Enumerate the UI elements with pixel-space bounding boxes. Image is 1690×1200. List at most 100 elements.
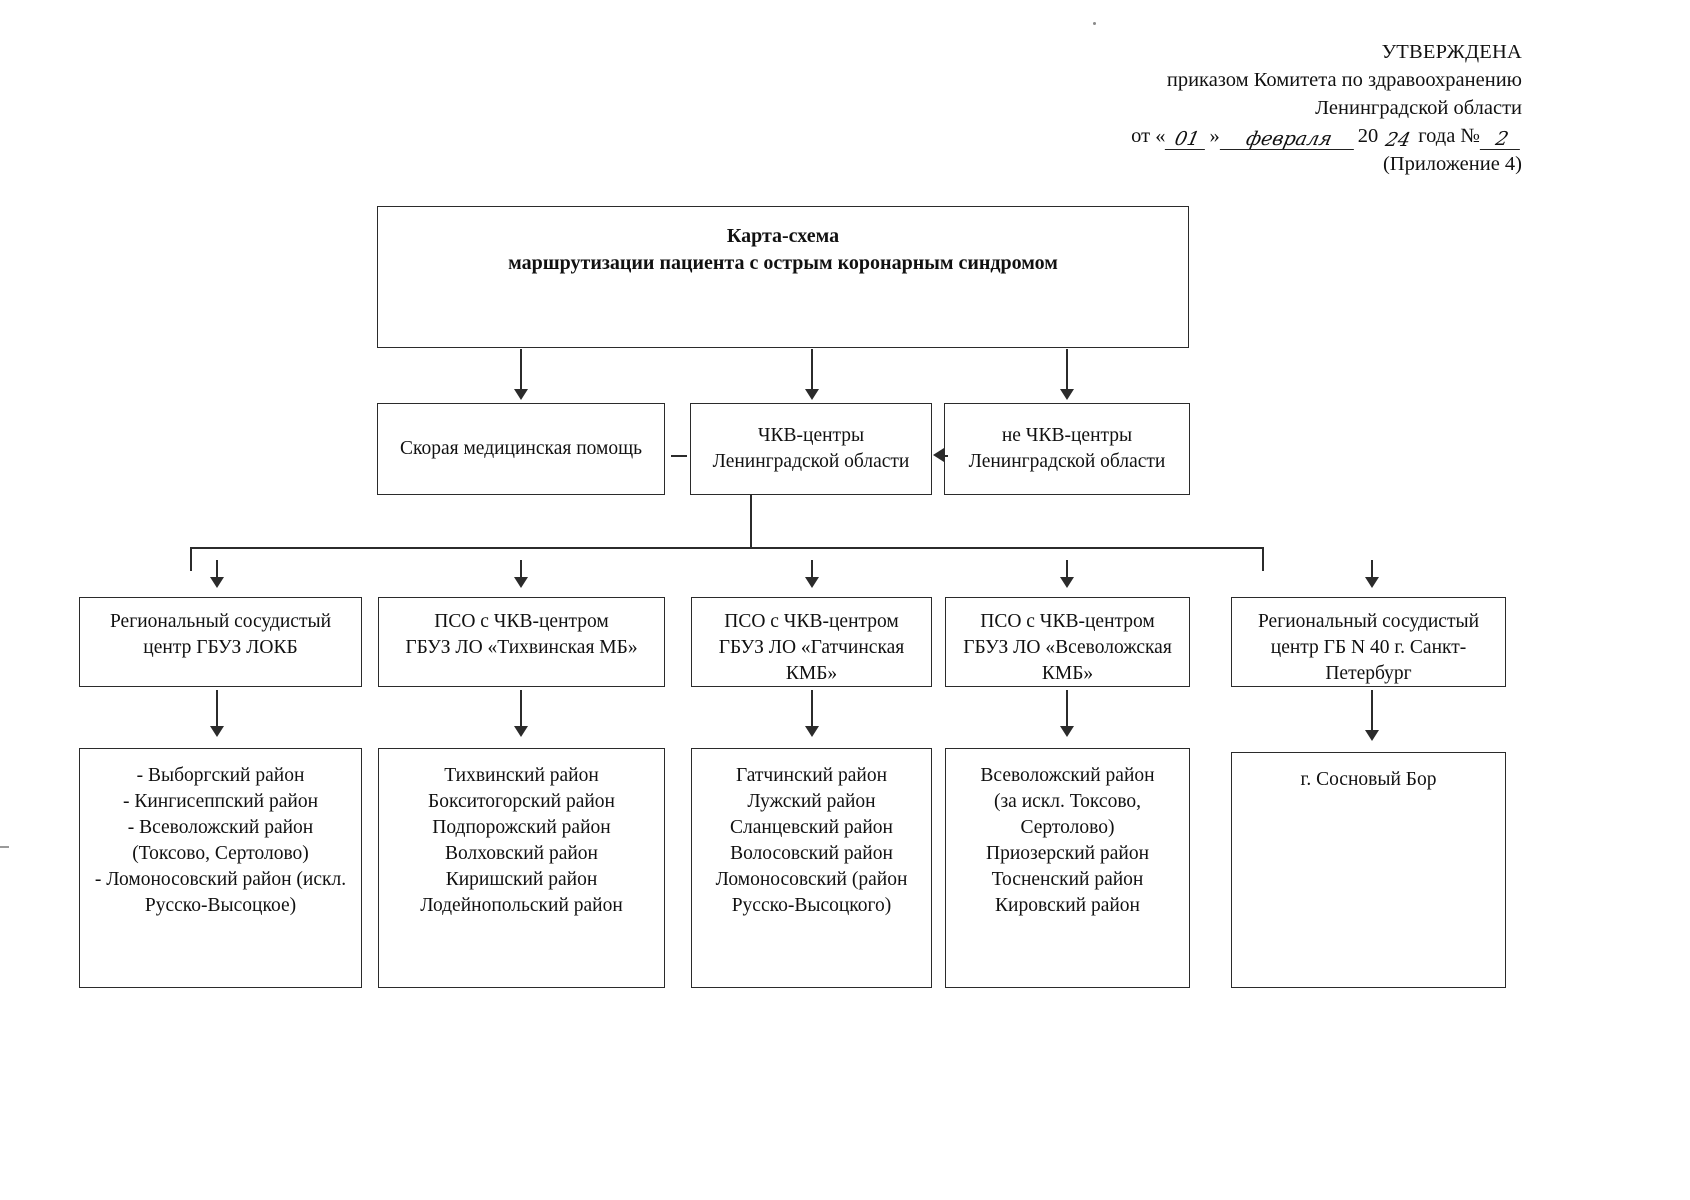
- district-item: (за искл. Токсово,: [993, 791, 1142, 812]
- arrowhead-bus-to-gb40: [1365, 577, 1379, 588]
- district-item: - Ломоносовский район (искл.: [94, 869, 347, 890]
- arrowhead-bus-to-lokb: [210, 577, 224, 588]
- arrowhead-tikhvin-to-districts: [514, 726, 528, 737]
- connector-bus-to-vsevolozhsk: [1066, 560, 1068, 585]
- approval-header-line-2: приказом Комитета по здравоохранению: [1166, 69, 1522, 91]
- arrowhead-bus-to-tikhvin: [514, 577, 528, 588]
- box-pso-gatchina-line-3: КМБ»: [785, 663, 838, 684]
- connector-bus-to-gatchina: [811, 560, 813, 585]
- date-year-handwritten: 24: [1383, 129, 1413, 151]
- arrowhead-lokb-to-districts: [210, 726, 224, 737]
- arrowhead-gb40-to-districts: [1365, 730, 1379, 741]
- connector-lokb-to-districts: [216, 690, 218, 728]
- box-rvc-lokb-line-2: центр ГБУЗ ЛОКБ: [143, 637, 298, 658]
- district-item: Киришский район: [445, 869, 598, 890]
- date-prefix: от «: [1131, 125, 1166, 147]
- box-pso-vsevolozhsk-line-1: ПСО с ЧКВ-центром: [980, 611, 1155, 632]
- district-item: Лодейнопольский район: [420, 895, 623, 916]
- distribution-bus: [190, 547, 1263, 549]
- district-item: - Кингисеппский район: [123, 791, 318, 812]
- district-item: Приозерский район: [985, 843, 1150, 864]
- date-month-handwritten: февраля: [1219, 128, 1358, 150]
- connector-bus-to-tikhvin: [520, 560, 522, 585]
- box-non-pci-centers: не ЧКВ-центры Ленинградской области: [944, 403, 1190, 495]
- box-pso-tikhvin: ПСО с ЧКВ-центром ГБУЗ ЛО «Тихвинская МБ…: [378, 597, 665, 687]
- district-item: Подпорожский район: [432, 817, 611, 838]
- district-item: Волховский район: [445, 843, 598, 864]
- district-item: Гатчинский район: [735, 765, 888, 786]
- connector-bus-to-gb40: [1371, 560, 1373, 585]
- connector-tikhvin-to-districts: [520, 690, 522, 728]
- connector-bus-to-lokb: [216, 560, 218, 585]
- box-pso-tikhvin-line-2: ГБУЗ ЛО «Тихвинская МБ»: [405, 637, 638, 658]
- date-year-prefix: 20: [1357, 125, 1379, 147]
- arrowhead-vsevolozhsk-to-districts: [1060, 726, 1074, 737]
- box-districts-vsevolozhsk: Всеволожский район (за искл. Токсово, Се…: [945, 748, 1190, 988]
- box-pso-gatchina: ПСО с ЧКВ-центром ГБУЗ ЛО «Гатчинская КМ…: [691, 597, 932, 687]
- box-districts-gatchina: Гатчинский район Лужский район Сланцевск…: [691, 748, 932, 988]
- district-item: г. Сосновый Бор: [1300, 769, 1437, 790]
- box-districts-gb40: г. Сосновый Бор: [1231, 752, 1506, 988]
- connector-gb40-to-districts: [1371, 690, 1373, 732]
- box-pso-gatchina-line-2: ГБУЗ ЛО «Гатчинская: [718, 637, 905, 658]
- chart-title-box: Карта-схема маршрутизации пациента с ост…: [377, 206, 1189, 348]
- district-item: Лужский район: [747, 791, 876, 812]
- approval-header-appendix: (Приложение 4): [1382, 153, 1522, 175]
- scan-artifact-dot: [1093, 22, 1096, 25]
- chart-title-line-2: маршрутизации пациента с острым коронарн…: [386, 250, 1180, 277]
- order-number-handwritten: 2: [1479, 128, 1525, 150]
- box-emergency-medical-service: Скорая медицинская помощь: [377, 403, 665, 495]
- district-item: - Всеволожский район: [127, 817, 314, 838]
- chart-title-line-1: Карта-схема: [386, 223, 1180, 250]
- box-pso-tikhvin-line-1: ПСО с ЧКВ-центром: [434, 611, 609, 632]
- approval-header-line-3: Ленинградской области: [1315, 97, 1522, 119]
- box-pci-centers: ЧКВ-центры Ленинградской области: [690, 403, 932, 495]
- arrowhead-nonpci-to-pci: [933, 448, 944, 462]
- connector-title-to-ems: [520, 349, 522, 391]
- chart-title-line-1-text: Карта-схема: [726, 225, 840, 247]
- box-emergency-medical-service-line-1: Скорая медицинская помощь: [399, 438, 643, 459]
- approval-header-date-line: от « 01 » февраля 20 24 года № 2: [1102, 122, 1525, 151]
- box-pci-centers-line-2: Ленинградской области: [712, 451, 910, 472]
- district-item: Волосовский район: [730, 843, 893, 864]
- district-item: Бокситогорский район: [428, 791, 615, 812]
- date-day-handwritten: 01: [1165, 128, 1210, 150]
- connector-ems-to-pci: [671, 455, 687, 457]
- connector-title-to-pci: [811, 349, 813, 391]
- district-item: Сланцевский район: [730, 817, 893, 838]
- box-rvc-gb40-line-3: Петербург: [1325, 663, 1412, 684]
- box-non-pci-centers-line-1: не ЧКВ-центры: [1001, 425, 1133, 446]
- box-districts-tikhvin: Тихвинский район Бокситогорский район По…: [378, 748, 665, 988]
- arrowhead-bus-to-vsevolozhsk: [1060, 577, 1074, 588]
- district-item: Тосненский район: [991, 869, 1144, 890]
- district-item: Ломоносовский (район: [715, 869, 908, 890]
- chart-title-line-2-text: маршрутизации пациента с острым коронарн…: [508, 252, 1058, 274]
- approval-header-line-1: УТВЕРЖДЕНА: [1381, 41, 1522, 63]
- box-regional-vascular-center-lokb: Региональный сосудистый центр ГБУЗ ЛОКБ: [79, 597, 362, 687]
- distribution-bus-right-end: [1262, 547, 1264, 571]
- district-item: Всеволожский район: [980, 765, 1155, 786]
- district-item: - Выборгский район: [136, 765, 305, 786]
- box-pso-vsevolozhsk: ПСО с ЧКВ-центром ГБУЗ ЛО «Всеволожская …: [945, 597, 1190, 687]
- box-pso-gatchina-line-1: ПСО с ЧКВ-центром: [724, 611, 899, 632]
- arrowhead-title-to-ems: [514, 389, 528, 400]
- district-item: Тихвинский район: [444, 765, 599, 786]
- connector-vsevolozhsk-to-districts: [1066, 690, 1068, 728]
- district-item: Сертолово): [1020, 817, 1115, 838]
- box-pci-centers-line-1: ЧКВ-центры: [757, 425, 865, 446]
- district-item: Русско-Высоцкого): [731, 895, 892, 916]
- box-districts-lokb: - Выборгский район - Кингисеппский район…: [79, 748, 362, 988]
- box-regional-vascular-center-gb40: Региональный сосудистый центр ГБ N 40 г.…: [1231, 597, 1506, 687]
- date-quote: »: [1209, 125, 1220, 147]
- district-item: Русско-Высоцкое): [144, 895, 297, 916]
- box-rvc-lokb-line-1: Региональный сосудистый: [109, 611, 332, 632]
- arrowhead-title-to-nonpci: [1060, 389, 1074, 400]
- box-pso-vsevolozhsk-line-2: ГБУЗ ЛО «Всеволожская: [963, 637, 1172, 658]
- box-rvc-gb40-line-1: Региональный сосудистый: [1257, 611, 1480, 632]
- connector-nonpci-to-pci: [944, 455, 948, 457]
- distribution-bus-left-end: [190, 547, 192, 571]
- box-non-pci-centers-line-2: Ленинградской области: [968, 451, 1166, 472]
- approval-header: УТВЕРЖДЕНА приказом Комитета по здравоох…: [1102, 38, 1525, 178]
- box-pso-vsevolozhsk-line-3: КМБ»: [1041, 663, 1094, 684]
